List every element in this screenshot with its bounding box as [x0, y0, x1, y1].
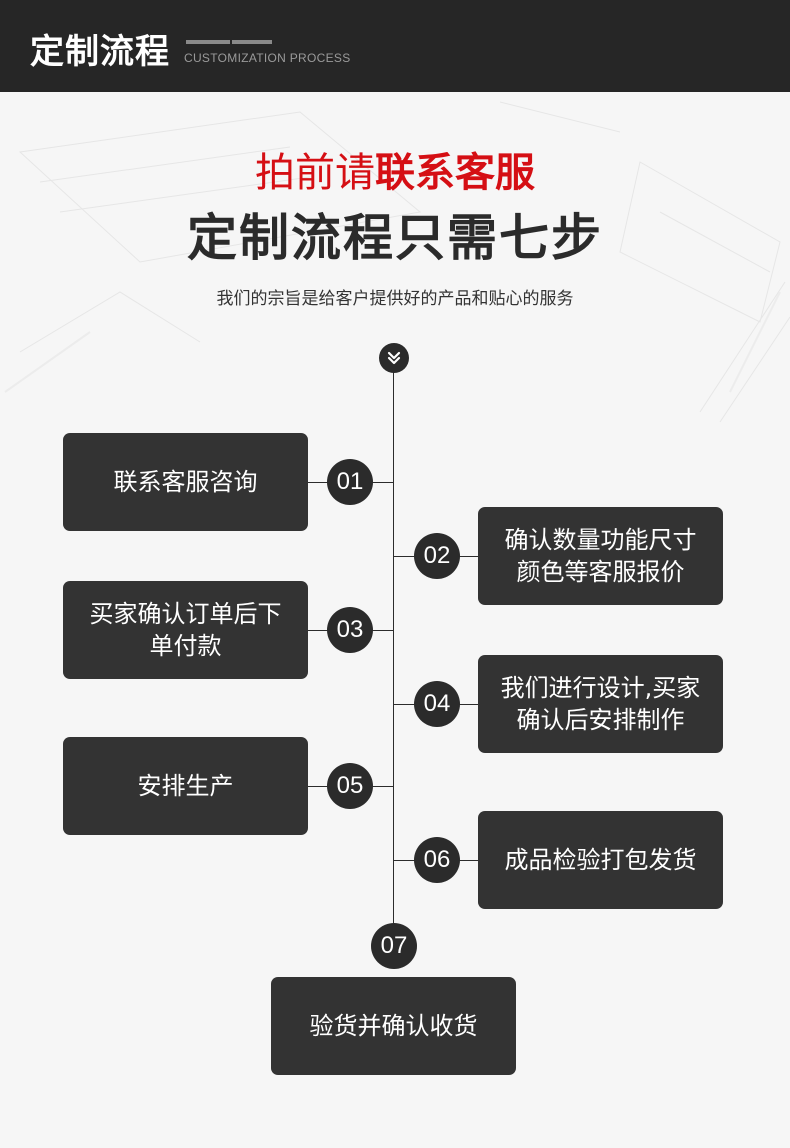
- step-1-number: 01: [327, 459, 373, 505]
- header-subtitle: CUSTOMIZATION PROCESS: [184, 51, 351, 65]
- double-chevron-down-icon: [387, 351, 401, 365]
- step-3-number: 03: [327, 607, 373, 653]
- header-title: 定制流程: [30, 32, 170, 72]
- intro-highlight: 联系客服: [375, 150, 535, 196]
- intro-prefix: 拍前请: [255, 150, 375, 196]
- step-4-number: 04: [414, 681, 460, 727]
- step-3-box: 买家确认订单后下 单付款: [63, 581, 308, 679]
- intro-main-title: 定制流程只需七步: [187, 209, 603, 267]
- intro-heading-contact: 拍前请联系客服: [0, 140, 790, 198]
- step-1-text: 联系客服咨询: [113, 468, 258, 496]
- timeline-top-badge: [379, 343, 409, 373]
- step-7-box: 验货并确认收货: [271, 977, 516, 1075]
- step-4-text: 我们进行设计,买家 确认后安排制作: [500, 674, 701, 734]
- step-7-number: 07: [371, 923, 417, 969]
- step-2-text: 确认数量功能尺寸 颜色等客服报价: [504, 526, 697, 586]
- step-4-box: 我们进行设计,买家 确认后安排制作: [478, 655, 723, 753]
- step-2-number: 02: [414, 533, 460, 579]
- intro-tagline: 我们的宗旨是给客户提供好的产品和贴心的服务: [216, 289, 574, 309]
- step-6-number: 06: [414, 837, 460, 883]
- step-2-box: 确认数量功能尺寸 颜色等客服报价: [478, 507, 723, 605]
- step-7-text: 验货并确认收货: [309, 1012, 478, 1040]
- step-5-box: 安排生产: [63, 737, 308, 835]
- step-6-text: 成品检验打包发货: [504, 846, 697, 874]
- timeline-axis: [393, 372, 394, 932]
- header-bar: 定制流程 CUSTOMIZATION PROCESS: [0, 0, 790, 92]
- step-1-box: 联系客服咨询: [63, 433, 308, 531]
- header-divider: [186, 40, 272, 59]
- step-3-text: 买家确认订单后下 单付款: [89, 600, 282, 660]
- background-sketch: [4, 101, 790, 423]
- step-5-text: 安排生产: [137, 772, 234, 800]
- step-5-number: 05: [327, 763, 373, 809]
- step-6-box: 成品检验打包发货: [478, 811, 723, 909]
